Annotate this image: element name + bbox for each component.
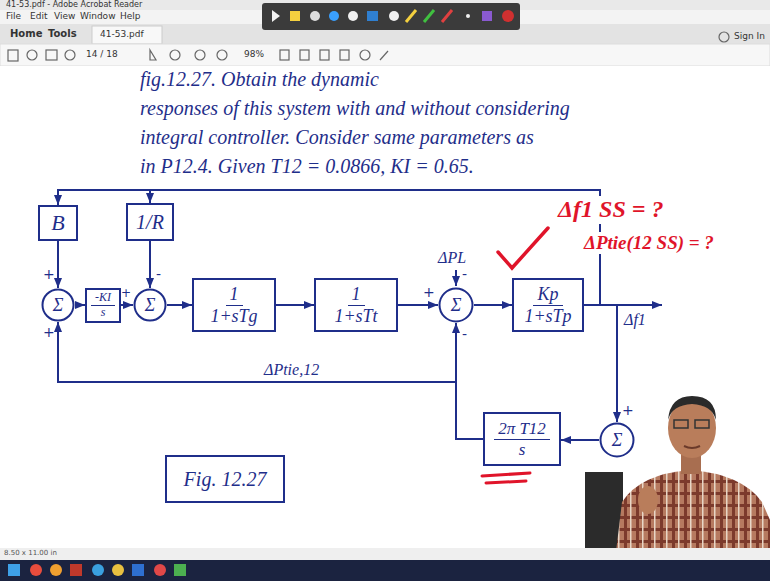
node-text: 1+sTt [330,306,381,327]
signal-name: ΔPtie,12 [262,361,321,379]
tab-label: 41-53.pdf [100,29,144,39]
summing-junction: Σ [133,288,167,322]
problem-text: integral controller. Consider same param… [140,126,534,149]
sign-mark: - [462,266,467,282]
zoom-level: 98% [244,49,264,59]
summing-junction: Σ [438,287,474,323]
node-text: 1/R [136,211,164,234]
sign-in-link: Sign In [734,31,765,41]
menu-item: View [54,11,75,21]
signal-connector [121,304,133,306]
signal-connector [75,304,85,306]
taskbar [0,560,770,581]
signal-name: ΔPL [438,249,466,267]
tab-label: Tools [48,28,77,40]
menu-item: Help [120,11,141,21]
junction-circle [43,290,74,321]
signal-name: Δf1 [624,311,646,329]
page-counter: 14 / 18 [86,49,118,59]
sign-mark: - [156,266,161,282]
node-text: Fig. 12.27 [184,468,267,491]
output-line [617,304,662,306]
junction-circle [440,289,473,322]
signal-connector [398,304,438,306]
presenter-figure [585,396,770,560]
node-text: 1+sTp [520,306,575,327]
menu-item: Window [80,11,116,21]
red-annotation: Δf1 SS = ? [556,196,665,224]
integral-controller-box: -KIs [85,288,121,323]
red-annotation: ΔPtie(12 SS) = ? [582,232,716,254]
node-text: 1 [348,284,365,306]
summing-junction: Σ [41,288,75,322]
junction-circle [135,290,166,321]
window-title: 41-53.pdf - Adobe Acrobat Reader [6,0,142,9]
junction-circle [601,424,634,457]
check-mark [498,228,548,268]
red-underline [482,473,530,483]
figure-caption-box: Fig. 12.27 [165,455,285,503]
menu-item: Edit [30,11,47,21]
document-page [0,66,770,548]
governor-block: 11+sTg [192,278,276,332]
pen-toolbar [262,3,520,30]
node-text: Σ [53,295,64,316]
sign-mark: - [462,326,467,342]
node-text: Σ [451,295,462,316]
node-text: Kp [533,284,562,306]
load-input-arrow [455,270,457,286]
node-text: s [97,306,110,320]
document-tab [92,26,162,44]
tie-line-block: 2π T12s [483,412,561,466]
power-system-block: Kp1+sTp [512,278,584,332]
sign-mark: + [43,324,55,340]
problem-text: fig.12.27. Obtain the dynamic [140,68,379,91]
summing-junction: Σ [599,422,635,458]
sign-mark: + [43,266,55,282]
toolbar [0,44,770,66]
sign-mark: + [121,287,131,301]
problem-text: in P12.4. Given T12 = 0.0866, KI = 0.65. [140,155,474,178]
signal-connector [276,304,314,306]
problem-text: responses of this system with and withou… [140,97,570,120]
node-text: s [515,440,530,460]
menu-item: File [6,11,21,21]
signal-connector [561,439,599,441]
signal-connector [57,241,59,288]
signal-connector [474,304,512,306]
node-text: B [51,210,64,235]
node-text: Σ [612,430,623,451]
tab-label: Home [10,28,42,40]
node-text: 1 [226,284,243,306]
node-text: -KI [91,291,115,306]
turbine-block: 11+sTt [314,278,398,332]
status-bar [0,548,770,560]
bias-gain-box: B [38,205,78,241]
signal-connector [167,304,192,306]
node-text: 1+sTg [206,306,261,327]
sign-mark: + [423,284,435,300]
signal-connector [456,323,483,439]
signal-connector [149,241,151,288]
signal-connector [584,305,617,422]
status-text: 8.50 x 11.00 in [4,549,57,557]
node-text: 2π T12 [494,419,550,440]
signal-connector [58,322,483,439]
droop-gain-box: 1/R [126,203,174,241]
sign-mark: + [622,402,634,418]
node-text: Σ [145,295,156,316]
